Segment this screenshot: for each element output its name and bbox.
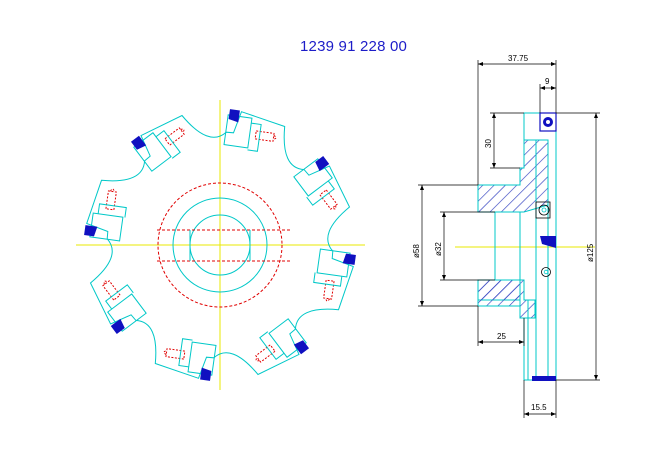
clamp-screw-hidden (319, 189, 338, 210)
tooth-1 (223, 109, 277, 152)
wedge (178, 338, 193, 368)
wedge (313, 272, 343, 287)
insert-seat (89, 212, 124, 242)
tooth-8 (130, 127, 185, 172)
cutting-insert (228, 109, 240, 123)
cutting-insert (84, 225, 98, 237)
side-view (455, 112, 595, 381)
bore-outer-circle (172, 197, 268, 293)
dim-overall-width: 37.75 (508, 54, 529, 63)
cutting-insert (130, 135, 147, 150)
clamp-screw-hidden (164, 127, 185, 146)
mid-insert (540, 236, 556, 248)
tooth-5 (163, 338, 217, 381)
part-number-text: 1239 91 228 00 (300, 38, 408, 55)
wedge (247, 122, 262, 152)
dimension-lines (418, 60, 600, 418)
insert-seat (268, 318, 307, 358)
wedge-screw-center (541, 207, 547, 213)
cutter-teeth (84, 109, 356, 381)
clamp-screw-hidden (102, 280, 121, 301)
dim-cutting-width: 15.5 (531, 403, 547, 412)
insert-seat (187, 341, 217, 376)
tooth-2 (293, 155, 338, 210)
dim-hub-width: 25 (497, 332, 506, 341)
insert-seat (107, 293, 147, 332)
cutting-insert (315, 155, 330, 172)
dim-hub-diameter: ø58 (412, 244, 421, 258)
clamp-screw-hidden (163, 348, 186, 360)
front-view (76, 100, 365, 390)
cutter-tooth-outline (86, 111, 354, 379)
wedge (259, 331, 285, 360)
wedge (97, 203, 127, 218)
clamp-screw-hidden (323, 279, 335, 302)
clamp-screw-hidden (254, 130, 277, 142)
wedge (306, 180, 335, 206)
dim-bore-diameter: ø32 (434, 242, 443, 256)
lower-section-hatch (477, 279, 521, 307)
wedge (155, 130, 181, 159)
tooth-3 (313, 248, 356, 302)
insert-seat (133, 132, 172, 172)
clamp-screw-hidden (255, 344, 276, 363)
lower-screw-center (543, 269, 549, 275)
clamp-screw-hidden (105, 188, 117, 211)
bottom-insert (532, 376, 556, 381)
wedge (105, 284, 134, 310)
cutting-insert (200, 367, 212, 381)
insert-seat (316, 248, 351, 278)
dim-insert-width: 9 (545, 77, 550, 86)
wedge-screw-icon (538, 204, 550, 216)
top-insert-pocket (539, 112, 557, 132)
tooth-4 (255, 318, 310, 363)
insert-seat (293, 158, 333, 197)
cutting-insert (342, 253, 356, 265)
upper-section-hatch (477, 139, 549, 213)
tooth-7 (84, 188, 127, 242)
insert-seat (223, 114, 253, 149)
dim-cutter-diameter: ø125 (586, 243, 595, 262)
wedge-outline (535, 201, 551, 219)
hub-hidden-circle (157, 182, 283, 308)
cutting-insert (293, 340, 310, 355)
tooth-6 (102, 280, 147, 335)
lower-screw-icon (541, 267, 551, 277)
top-insert-screw-hole (546, 120, 550, 124)
dim-top-height: 30 (484, 139, 493, 148)
cutting-insert (110, 318, 125, 335)
dimension-arrows (420, 62, 598, 416)
